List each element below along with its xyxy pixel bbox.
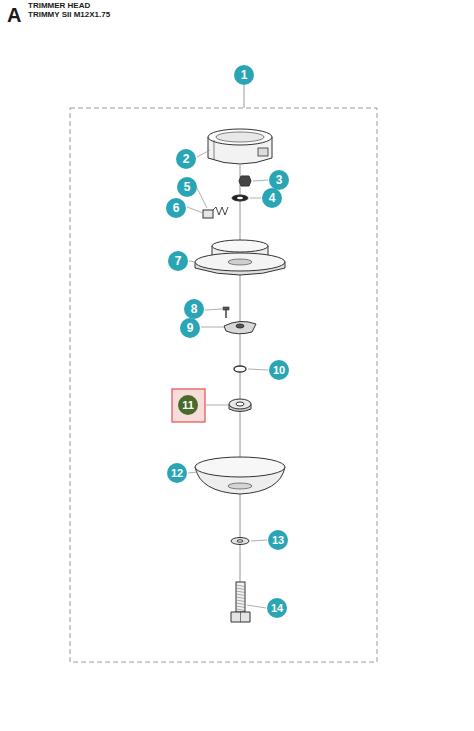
washer	[232, 195, 248, 201]
callout-number: 4	[262, 188, 282, 208]
spool-flange	[195, 253, 285, 271]
callout-number: 2	[176, 149, 196, 169]
axis-line	[240, 165, 241, 600]
callout-number: 5	[177, 177, 197, 197]
callout-number: 7	[168, 251, 188, 271]
highlight-box	[172, 389, 205, 422]
section-letter: A	[7, 4, 21, 26]
nut	[239, 176, 251, 186]
cover-top	[208, 129, 272, 145]
title-text: TRIMMY SII M12X1.75	[28, 11, 110, 20]
callout-number: 14	[267, 598, 287, 618]
callout-number: 1	[234, 65, 254, 85]
callout-number: 8	[184, 299, 204, 319]
callout-number: 6	[166, 198, 186, 218]
washer-2	[231, 538, 249, 545]
screw	[223, 307, 229, 310]
callout-number: 3	[269, 170, 289, 190]
callout-number: 12	[167, 463, 187, 483]
bolt-shank	[236, 582, 245, 612]
clip	[203, 210, 213, 218]
leader-line	[244, 85, 245, 108]
group-frame	[70, 108, 377, 662]
bearing	[229, 399, 251, 409]
title-text: TRIMMER HEAD	[28, 2, 90, 11]
bolt-head	[231, 612, 250, 622]
spring	[213, 207, 228, 215]
callout-number: 10	[269, 360, 289, 380]
ring	[234, 366, 246, 372]
plate	[224, 321, 256, 333]
cover-tab	[258, 148, 268, 156]
callout-number: 11	[178, 395, 198, 415]
callout-number: 13	[268, 530, 288, 550]
callout-number: 9	[180, 318, 200, 338]
spool-hub	[212, 240, 268, 252]
